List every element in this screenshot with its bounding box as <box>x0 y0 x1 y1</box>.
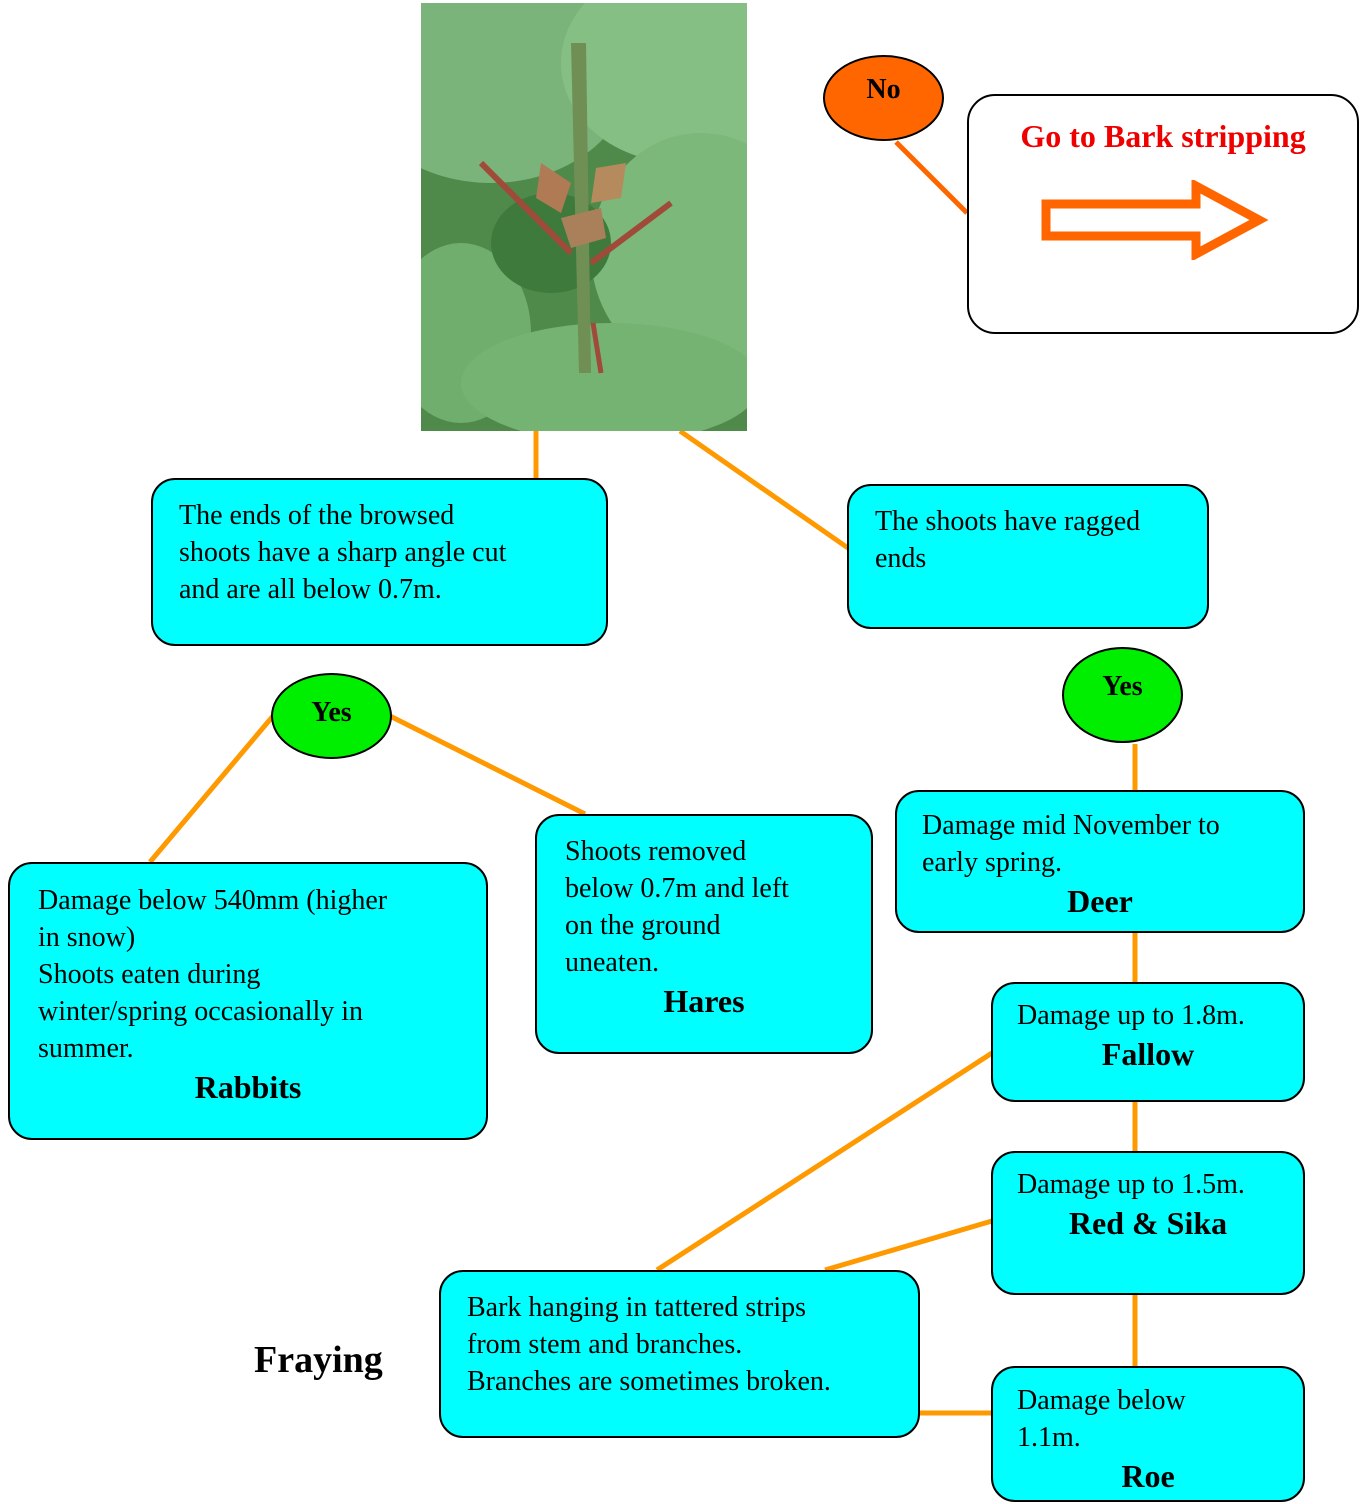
ragged-ends-text: The shoots have ragged ends <box>875 506 1141 574</box>
fallow-text: Damage up to 1.8m. <box>1017 1000 1245 1031</box>
sharp-cut-question-box: The ends of the browsed shoots have a sh… <box>151 478 608 646</box>
fraying-heading: Fraying <box>254 1339 383 1381</box>
go-to-bark-stripping-label: Go to Bark stripping <box>1020 118 1306 154</box>
red-sika-label: Red & Sika <box>1068 1205 1228 1241</box>
ragged-ends-question-box: The shoots have ragged ends <box>847 484 1209 629</box>
fraying-description-box: Bark hanging in tattered strips from ste… <box>439 1270 920 1438</box>
yes-right-oval: Yes <box>1062 647 1183 743</box>
sharp-cut-text: The ends of the browsed shoots have a sh… <box>179 500 507 605</box>
hares-text: Shoots removed below 0.7m and left on th… <box>565 836 789 978</box>
rabbits-result-box: Damage below 540mm (higher in snow) Shoo… <box>8 862 488 1140</box>
hares-label: Hares <box>663 983 745 1019</box>
roe-result-box: Damage below 1.1m. Roe <box>991 1366 1305 1502</box>
connector-yes-rabbits <box>148 714 275 864</box>
yes-right-label: Yes <box>1102 671 1143 702</box>
fallow-label: Fallow <box>1101 1036 1195 1072</box>
yes-left-label: Yes <box>311 697 352 728</box>
red-sika-result-box: Damage up to 1.5m. Red & Sika <box>991 1151 1305 1295</box>
roe-text: Damage below 1.1m. <box>1017 1385 1186 1453</box>
right-arrow-icon <box>1041 180 1269 260</box>
deer-result-box: Damage mid November to early spring. Dee… <box>895 790 1305 933</box>
fallow-result-box: Damage up to 1.8m. Fallow <box>991 982 1305 1102</box>
rabbits-label: Rabbits <box>194 1069 302 1105</box>
browsed-shoot-photo <box>421 3 747 431</box>
connector-photo-ragged <box>678 428 850 551</box>
no-decision-oval: No <box>823 55 944 141</box>
deer-label: Deer <box>1067 883 1133 919</box>
yes-left-oval: Yes <box>271 673 392 759</box>
roe-label: Roe <box>1121 1458 1175 1494</box>
hares-result-box: Shoots removed below 0.7m and left on th… <box>535 814 873 1054</box>
connector-yes-hares <box>388 713 587 817</box>
fraying-text: Bark hanging in tattered strips from ste… <box>467 1292 831 1397</box>
connector-fraying-red <box>824 1218 993 1273</box>
go-to-bark-stripping-box[interactable]: Go to Bark stripping <box>967 94 1359 334</box>
no-label: No <box>866 74 901 105</box>
connector-no-nav <box>894 140 969 215</box>
red-sika-text: Damage up to 1.5m. <box>1017 1169 1245 1200</box>
rabbits-text: Damage below 540mm (higher in snow) Shoo… <box>38 885 388 1064</box>
connector-fraying-fallow <box>655 1050 994 1273</box>
deer-text: Damage mid November to early spring. <box>922 810 1220 878</box>
